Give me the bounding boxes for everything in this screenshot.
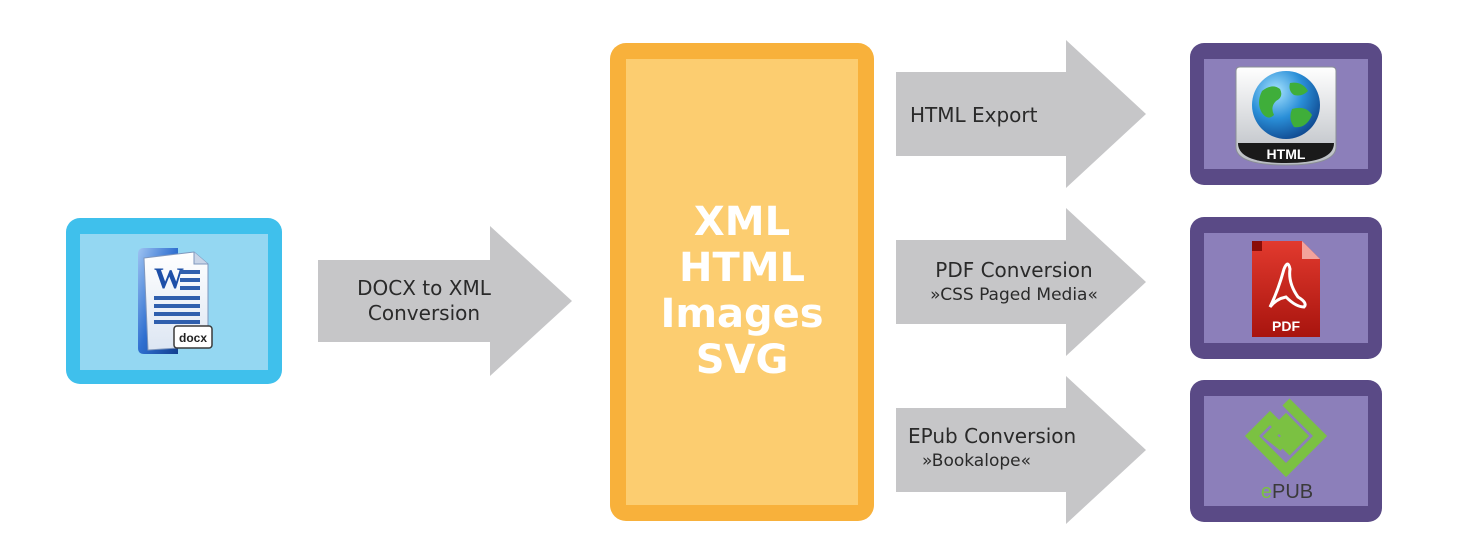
html-icon-label: HTML xyxy=(1267,146,1306,162)
pdf-icon-label: PDF xyxy=(1272,318,1300,334)
central-formats-list: XML HTML Images SVG xyxy=(626,199,858,383)
epub-conversion-arrow xyxy=(896,376,1146,524)
pdf-output-box: PDF xyxy=(1190,217,1382,359)
epub-conversion-line1: EPub Conversion xyxy=(908,424,1077,448)
epub-icon-label-pub: PUB xyxy=(1272,481,1313,503)
epub-output-box: ePUB xyxy=(1190,380,1382,522)
html-export-arrow xyxy=(896,40,1146,188)
central-formats-box: XML HTML Images SVG xyxy=(610,43,874,521)
format-html: HTML xyxy=(678,245,806,291)
docx-conversion-line2: Conversion xyxy=(367,301,481,325)
pdf-output-panel: PDF xyxy=(1204,233,1368,343)
html-export-label: HTML Export xyxy=(910,103,1037,128)
word-docx-icon: W docx xyxy=(138,248,213,354)
html-globe-icon: HTML xyxy=(1235,66,1337,166)
docx-conversion-line1: DOCX to XML xyxy=(357,276,491,300)
pdf-conversion-arrow xyxy=(896,208,1146,356)
pdf-icon: PDF xyxy=(1252,241,1320,337)
format-svg: SVG xyxy=(695,337,789,383)
format-xml: XML xyxy=(693,199,791,245)
epub-icon: ePUB xyxy=(1244,398,1328,503)
format-images: Images xyxy=(660,291,824,337)
epub-icon-label-e: e xyxy=(1261,481,1272,503)
central-formats-panel: XML HTML Images SVG xyxy=(626,59,858,505)
epub-conversion-line2: »Bookalope« xyxy=(922,451,1031,471)
word-icon-caption: docx xyxy=(179,331,207,345)
source-docx-panel: W docx xyxy=(80,234,268,370)
docx-conversion-arrow xyxy=(318,226,572,376)
word-icon-letter: W xyxy=(154,262,184,295)
pdf-conversion-label: PDF Conversion »CSS Paged Media« xyxy=(902,258,1126,308)
html-output-box: HTML xyxy=(1190,43,1382,185)
svg-text:ePUB: ePUB xyxy=(1261,481,1313,503)
epub-output-panel: ePUB xyxy=(1204,396,1368,506)
docx-conversion-label: DOCX to XML Conversion xyxy=(338,276,510,326)
html-export-line1: HTML Export xyxy=(910,103,1038,127)
pdf-conversion-line2: »CSS Paged Media« xyxy=(930,285,1098,305)
pdf-conversion-line1: PDF Conversion xyxy=(935,258,1093,282)
source-docx-box: W docx xyxy=(66,218,282,384)
html-output-panel: HTML xyxy=(1204,59,1368,169)
epub-conversion-label: EPub Conversion »Bookalope« xyxy=(908,424,1076,474)
